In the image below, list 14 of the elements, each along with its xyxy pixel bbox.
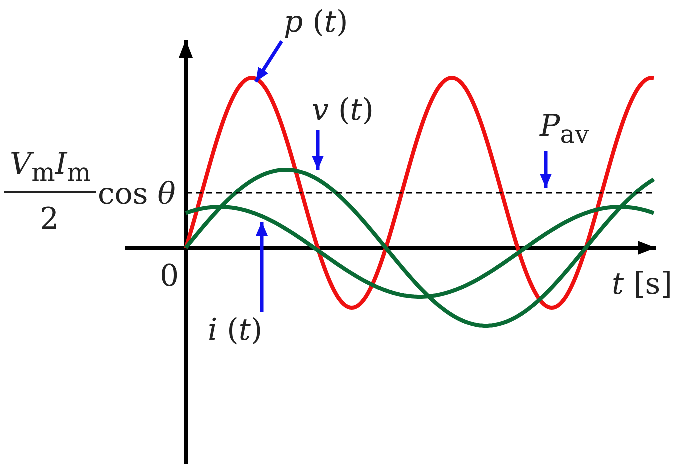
curve-label: v (t): [312, 96, 374, 126]
average-level-line: [186, 192, 655, 194]
leader-arrow: [256, 222, 268, 312]
leader-arrow: [312, 130, 324, 170]
cosine-factor: cos θ: [98, 180, 176, 210]
time-axis-label: t [s]: [612, 270, 672, 300]
denominator-formula: 2: [40, 205, 60, 235]
curve-label: P$_{av}$: [540, 112, 590, 147]
curve-label: p (t): [284, 8, 348, 38]
curve-label: i (t): [208, 316, 263, 346]
numerator-formula: V$_{m}$I$_{m}$: [10, 150, 91, 185]
leader-arrow: [540, 151, 552, 188]
origin-label: 0: [160, 262, 180, 292]
leader-arrow: [254, 40, 284, 83]
